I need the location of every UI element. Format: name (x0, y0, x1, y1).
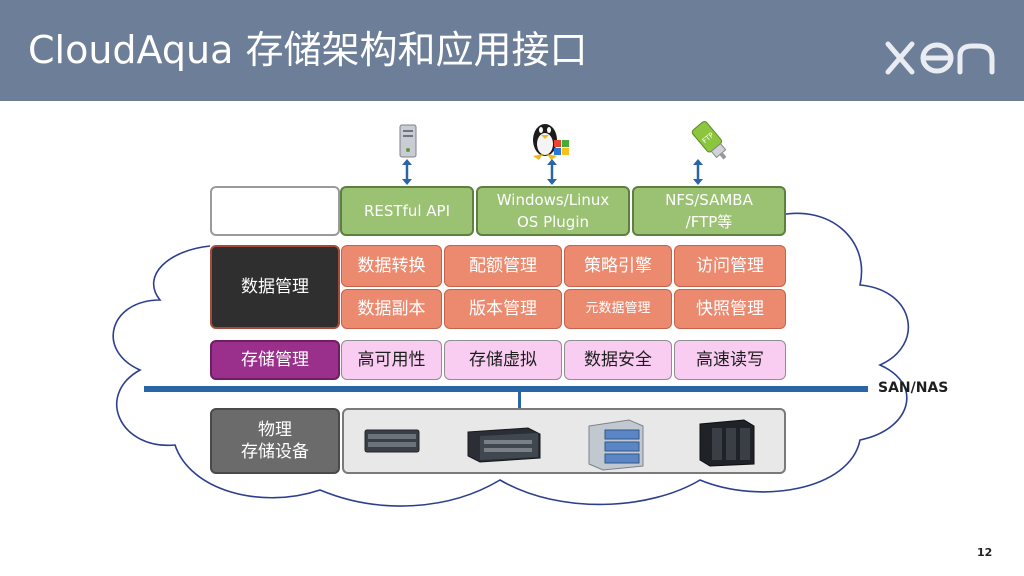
arrow-os-plugin (547, 159, 557, 185)
arrow-nfs (693, 159, 703, 185)
sm-storage-virtualization: 存储虚拟 (444, 340, 562, 380)
dm-version-management: 版本管理 (444, 289, 562, 329)
slide-title: CloudAqua 存储架构和应用接口 (28, 28, 588, 72)
arrow-rest (402, 159, 412, 185)
dm-quota-management: 配额管理 (444, 245, 562, 287)
storage-appliance-icon (699, 419, 755, 467)
tux-windows-icon (533, 124, 569, 160)
storage-chassis-icon (467, 427, 541, 463)
data-management-label: 数据管理 (210, 245, 340, 329)
dm-access-management: 访问管理 (674, 245, 786, 287)
ftp-plug-icon: FTP (691, 120, 727, 160)
san-nas-label: SAN/NAS (878, 380, 949, 396)
bus-connector (518, 392, 521, 408)
disk-array-icon (588, 419, 644, 471)
xor-logo-icon (885, 41, 995, 75)
dm-data-replica: 数据副本 (341, 289, 442, 329)
physical-storage-label: 物理 存储设备 (210, 408, 340, 474)
interface-restful-api: RESTful API (340, 186, 474, 236)
storage-management-label: 存储管理 (210, 340, 340, 380)
header-bar: CloudAqua 存储架构和应用接口 (0, 0, 1024, 101)
dm-data-conversion: 数据转换 (341, 245, 442, 287)
server-icon (399, 124, 417, 158)
sm-data-security: 数据安全 (564, 340, 672, 380)
page-number: 12 (977, 546, 993, 559)
interface-nfs-samba-ftp: NFS/SAMBA /FTP等 (632, 186, 786, 236)
sm-high-speed-rw: 高速读写 (674, 340, 786, 380)
interface-blank-box (210, 186, 340, 236)
dm-snapshot-management: 快照管理 (674, 289, 786, 329)
sm-high-availability: 高可用性 (341, 340, 442, 380)
dm-policy-engine: 策略引擎 (564, 245, 672, 287)
interface-os-plugin: Windows/Linux OS Plugin (476, 186, 630, 236)
dm-metadata-management: 元数据管理 (564, 289, 672, 329)
rack-server-icon (364, 429, 420, 453)
san-nas-bus (144, 386, 868, 392)
